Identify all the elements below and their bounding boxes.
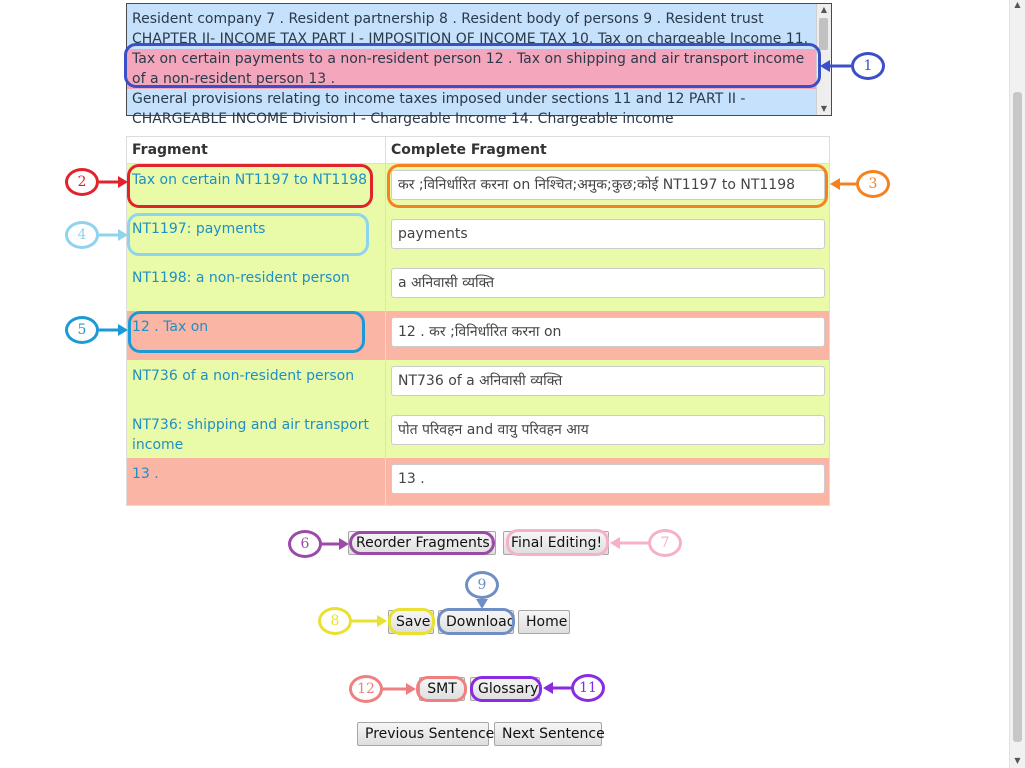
complete-fragment-input[interactable]: कर ;विनिर्धारित करना on निश्चित;अमुक;कुछ… (391, 170, 825, 200)
fragment-link[interactable]: NT736 of a non-resident person (132, 367, 355, 384)
fragment-link[interactable]: NT736: shipping and air transport income (132, 416, 369, 453)
fragment-column-header: Fragment (126, 136, 386, 164)
table-row: NT736 of a non-resident person NT736 of … (126, 359, 830, 409)
save-button[interactable]: Save (388, 610, 434, 634)
fragment-link[interactable]: 12 . Tax on (132, 318, 209, 335)
previous-sentence-button[interactable]: Previous Sentence (357, 722, 494, 746)
scrollbar-thumb[interactable] (1013, 92, 1022, 742)
callout-badge-3: 3 (856, 170, 890, 198)
sentence-item-selected[interactable]: Tax on certain payments to a non-residen… (127, 49, 816, 89)
sentence-list[interactable]: Resident company 7 . Resident partnershi… (126, 3, 832, 127)
callout-badge-2: 2 (65, 168, 99, 196)
complete-fragment-input[interactable]: NT736 of a अनिवासी व्यक्ति (391, 365, 825, 396)
sentence-item[interactable]: General provisions relating to income ta… (132, 91, 746, 127)
callout-badge-7: 7 (648, 529, 682, 557)
table-row: 13 . 13 . (126, 457, 830, 506)
table-row: NT736: shipping and air transport income… (126, 408, 830, 458)
callout-badge-9: 9 (465, 571, 499, 599)
table-row: NT1198: a non-resident person a अनिवासी … (126, 261, 830, 311)
complete-fragment-input[interactable]: 13 . (391, 463, 825, 494)
home-button[interactable]: Home (518, 610, 570, 634)
scroll-down-icon[interactable]: ▼ (1014, 756, 1021, 765)
table-row: NT1197: payments payments (126, 212, 830, 262)
final-editing-button[interactable]: Final Editing! (503, 531, 609, 555)
sentence-list-scrollbar[interactable]: ▲ ▼ (816, 4, 831, 115)
table-row: 12 . Tax on 12 . कर ;विनिर्धारित करना on (126, 310, 830, 360)
complete-fragment-column-header: Complete Fragment (385, 136, 830, 164)
callout-badge-8: 8 (318, 607, 352, 635)
callout-badge-1: 1 (851, 52, 885, 80)
complete-fragment-input[interactable]: payments (391, 218, 825, 249)
complete-fragment-input[interactable]: a अनिवासी व्यक्ति (391, 267, 825, 298)
next-sentence-button[interactable]: Next Sentence (494, 722, 605, 746)
callout-badge-11: 11 (571, 674, 605, 702)
complete-fragment-input[interactable]: 12 . कर ;विनिर्धारित करना on (391, 316, 825, 347)
callout-badge-4: 4 (65, 221, 99, 249)
table-row: Tax on certain NT1197 to NT1198 कर ;विनि… (126, 163, 830, 213)
sentence-item[interactable]: Resident company 7 . Resident partnershi… (132, 11, 809, 47)
fragment-table: Fragment Complete Fragment Tax on certai… (126, 136, 830, 506)
page-scrollbar[interactable]: ▲ ▼ (1009, 0, 1025, 768)
complete-fragment-input[interactable]: पोत परिवहन and वायु परिवहन आय (391, 414, 825, 445)
callout-badge-12: 12 (349, 675, 383, 703)
reorder-fragments-button[interactable]: Reorder Fragments! (348, 531, 496, 555)
fragment-link[interactable]: 13 . (132, 465, 159, 482)
scroll-up-icon[interactable]: ▲ (820, 5, 828, 14)
scrollbar-thumb[interactable] (819, 18, 828, 50)
scroll-down-icon[interactable]: ▼ (820, 104, 828, 113)
callout-badge-5: 5 (65, 316, 99, 344)
fragment-link[interactable]: Tax on certain NT1197 to NT1198 (132, 172, 368, 188)
fragment-link[interactable]: NT1198: a non-resident person (132, 269, 350, 286)
download-button[interactable]: Download (438, 610, 516, 634)
scroll-up-icon[interactable]: ▲ (1014, 0, 1021, 9)
callout-badge-6: 6 (288, 530, 322, 558)
glossary-button[interactable]: Glossary (470, 677, 540, 701)
fragment-link[interactable]: NT1197: payments (132, 220, 266, 237)
smt-button[interactable]: SMT (419, 677, 465, 701)
